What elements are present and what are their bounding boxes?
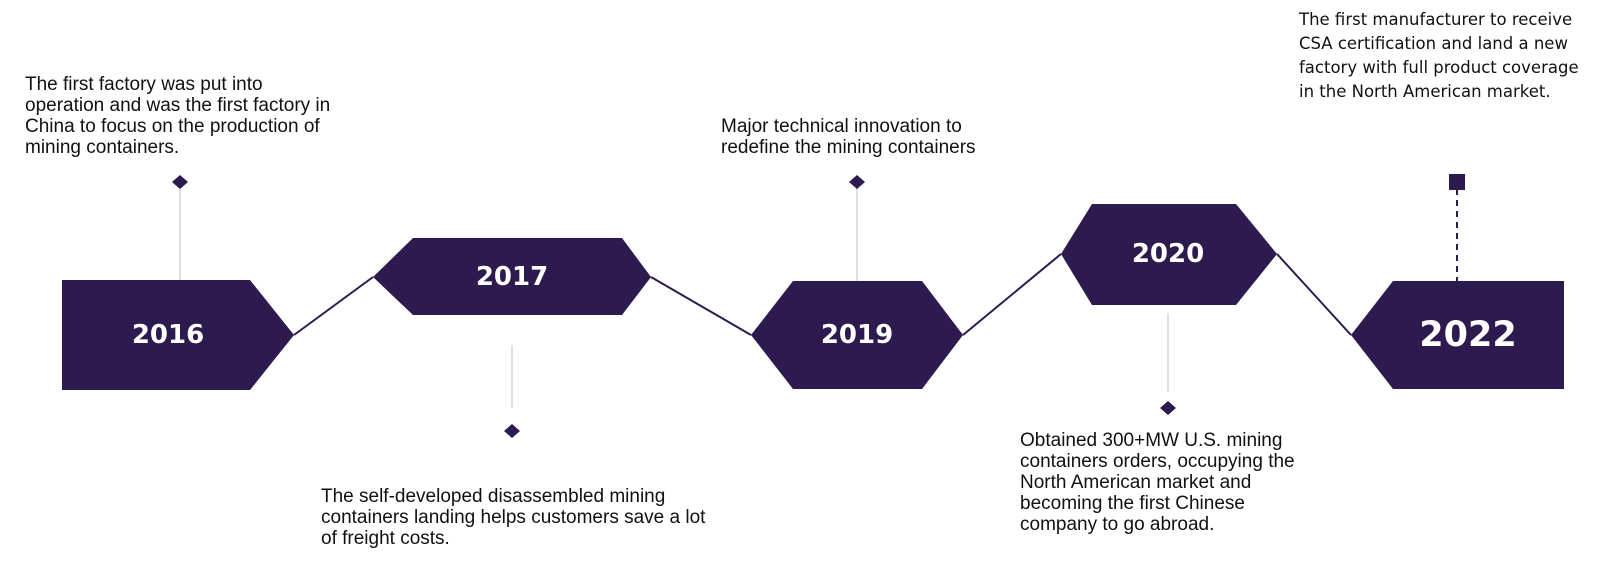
timeline-year-labels: 2016 2017 2019 2020 2022 (132, 239, 1517, 355)
milestone-2016-diamond-marker (172, 175, 188, 189)
timeline-connector-2 (650, 276, 752, 336)
milestone-2022-square-marker (1449, 174, 1465, 190)
milestone-2020-description: Obtained 300+MW U.S. mining containers o… (1020, 430, 1295, 535)
milestone-2016-year-label: 2016 (132, 320, 204, 350)
milestone-2019-shape (751, 281, 963, 389)
milestone-2019-year-label: 2019 (821, 320, 893, 350)
timeline-connector-3 (962, 253, 1062, 336)
timeline-stems (179, 182, 1458, 408)
milestone-2020-diamond-marker (1160, 401, 1176, 415)
milestone-2019-description: Major technical innovation to redefine t… (721, 116, 976, 158)
milestone-2022-shape (1351, 281, 1564, 389)
timeline-connector-1 (293, 276, 374, 336)
milestone-2020-shape (1061, 204, 1277, 305)
milestone-2022-description: The first manufacturer to receive CSA ce… (1299, 10, 1579, 101)
timeline-markers (172, 174, 1465, 438)
milestone-2017-year-label: 2017 (476, 262, 548, 292)
milestone-2022-year-label: 2022 (1419, 315, 1516, 355)
timeline-connectors (293, 253, 1352, 336)
milestone-2016-shape (62, 280, 294, 390)
milestone-2019-diamond-marker (849, 175, 865, 189)
milestone-2017-shape (373, 238, 651, 315)
milestone-2016-description: The first factory was put into operation… (25, 74, 331, 158)
milestone-2017-description: The self-developed disassembled mining c… (321, 486, 706, 549)
timeline-year-shapes (62, 204, 1564, 390)
milestone-2017-diamond-marker (504, 424, 520, 438)
milestone-2020-year-label: 2020 (1132, 239, 1204, 269)
timeline-connector-4 (1276, 253, 1352, 336)
